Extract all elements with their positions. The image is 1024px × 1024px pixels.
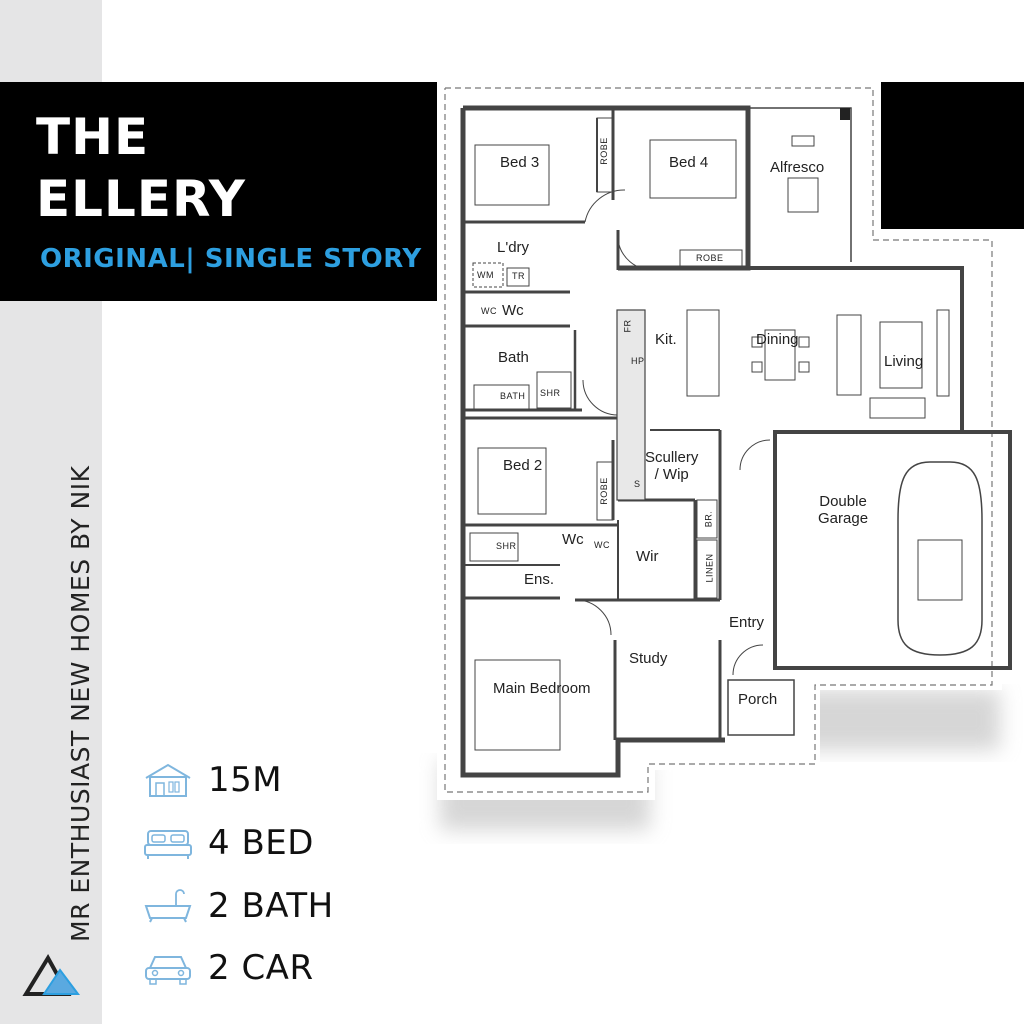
fixture-shr-1: SHR — [540, 388, 561, 398]
spec-bedrooms-value: 4 BED — [208, 823, 314, 863]
bathtub-icon — [144, 889, 192, 923]
room-dining: Dining — [756, 331, 799, 348]
fixture-fr: FR — [622, 319, 633, 333]
title-line-1: THE — [36, 108, 150, 166]
spec-bathrooms: 2 BATH — [142, 886, 334, 926]
spec-bedrooms: 4 BED — [142, 823, 314, 863]
room-wc-1: Wc — [502, 302, 524, 319]
room-scullery: Scullery / Wip — [645, 449, 699, 483]
room-porch: Porch — [738, 691, 778, 708]
fixture-robe-2: ROBE — [696, 253, 724, 263]
subtitle: ORIGINAL| SINGLE STORY — [40, 244, 422, 274]
room-bed-2: Bed 2 — [503, 457, 543, 474]
room-garage: Double Garage — [818, 493, 869, 527]
room-laundry: L'dry — [497, 239, 530, 256]
fixture-wc-1: WC — [481, 306, 497, 316]
room-entry: Entry — [729, 614, 765, 631]
fixture-hp: HP — [631, 356, 645, 366]
fixture-linen: LINEN — [704, 553, 715, 583]
corner-block — [881, 82, 1024, 229]
fixture-bath: BATH — [500, 391, 526, 401]
spec-frontage-value: 15M — [208, 760, 283, 800]
room-bath: Bath — [498, 349, 529, 366]
fixture-robe-1: ROBE — [598, 137, 609, 165]
room-main-bedroom: Main Bedroom — [493, 680, 591, 697]
fixture-robe-3: ROBE — [598, 477, 609, 505]
fixture-br: BR. — [703, 510, 714, 528]
fixture-wm: WM — [477, 270, 494, 280]
title-band — [0, 82, 437, 301]
fixture-wc-2: WC — [594, 540, 610, 550]
room-living: Living — [884, 353, 924, 370]
room-wir: Wir — [636, 548, 659, 565]
spec-garage-value: 2 CAR — [208, 948, 314, 988]
title-line-2: ELLERY — [36, 170, 247, 228]
room-bed-3: Bed 3 — [500, 154, 540, 171]
room-kitchen: Kit. — [655, 331, 677, 348]
room-study: Study — [629, 650, 668, 667]
room-bed-4: Bed 4 — [669, 154, 709, 171]
fixture-tr: TR — [512, 271, 525, 281]
car-icon — [145, 956, 191, 985]
house-frontage-icon — [145, 763, 191, 797]
room-ensuite: Ens. — [524, 571, 555, 588]
fixture-shr-2: SHR — [496, 541, 517, 551]
spec-frontage: 15M — [142, 760, 282, 800]
fixture-s: S — [634, 479, 641, 489]
spec-bathrooms-value: 2 BATH — [208, 886, 334, 926]
spec-garage: 2 CAR — [142, 948, 314, 988]
triangle-logo-icon — [22, 954, 80, 996]
bed-icon — [144, 830, 192, 859]
room-wc-2: Wc — [562, 531, 584, 548]
room-alfresco: Alfresco — [770, 159, 825, 176]
